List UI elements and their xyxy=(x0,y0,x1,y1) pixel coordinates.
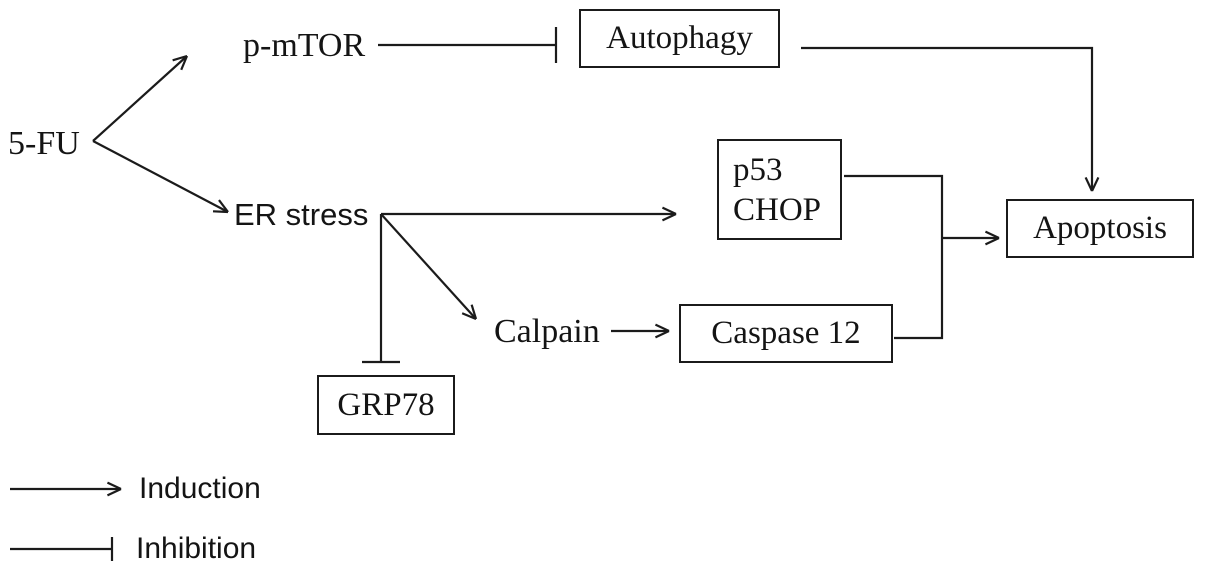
node-grp78-label: GRP78 xyxy=(337,386,435,423)
edge-autophagy-to-apoptosis-arrowhead-1 xyxy=(1091,176,1100,192)
edge-bracket-to-apoptosis-arrowhead-1 xyxy=(984,230,1000,239)
node-chop-label: CHOP xyxy=(733,191,822,228)
node-autophagy-box: Autophagy xyxy=(579,9,780,68)
node-p-mtor: p-mTOR xyxy=(243,26,365,65)
node-apoptosis-box: Apoptosis xyxy=(1006,199,1194,258)
edge-erstress-to-p53chop-arrowhead-1 xyxy=(661,206,677,215)
edge-erstress-to-calpain-arrowhead-0 xyxy=(461,312,477,321)
edge-fu-to-pmtor xyxy=(92,55,188,142)
edge-fu-to-erstress-arrowhead-0 xyxy=(212,210,229,214)
legend-induction-line-arrowhead-1 xyxy=(106,481,122,490)
edge-calpain-to-caspase12-arrowhead-0 xyxy=(654,330,670,339)
edge-erstress-to-calpain-arrowhead-1 xyxy=(470,304,478,320)
legend-inhibition-text: Inhibition xyxy=(136,532,257,565)
edge-fu-to-erstress xyxy=(92,140,229,213)
legend-induction-line-arrowhead-0 xyxy=(106,488,122,497)
node-p53-label: p53 xyxy=(733,151,783,188)
edge-autophagy-to-apoptosis-arrowhead-0 xyxy=(1084,176,1093,192)
edge-fu-to-pmtor-arrowhead-1 xyxy=(172,54,188,62)
node-autophagy-label: Autophagy xyxy=(606,20,753,57)
node-calpain: Calpain xyxy=(494,312,600,351)
node-p-mtor-label: p-mTOR xyxy=(243,27,366,64)
edge-calpain-to-caspase12-arrowhead-1 xyxy=(654,323,670,332)
node-er-stress: ER stress xyxy=(234,197,368,233)
node-5-fu-label: 5-FU xyxy=(8,125,80,162)
node-caspase-12-label: Caspase 12 xyxy=(711,315,861,352)
legend-induction-text: Induction xyxy=(139,472,261,505)
legend-inhibition-label: Inhibition xyxy=(136,532,256,567)
edge-erstress-to-calpain xyxy=(380,213,477,320)
edge-erstress-to-p53chop-arrowhead-0 xyxy=(661,213,677,222)
edge-bracket-to-apoptosis-arrowhead-0 xyxy=(984,237,1000,246)
node-apoptosis-label: Apoptosis xyxy=(1033,210,1167,247)
node-calpain-label: Calpain xyxy=(494,313,600,350)
edge-autophagy-to-apoptosis xyxy=(801,46,1094,191)
edge-p53chop-caspase12-bracket xyxy=(844,174,944,340)
node-er-stress-label: ER stress xyxy=(234,197,369,232)
legend-induction-label: Induction xyxy=(139,472,261,507)
node-p53-chop-box: p53 CHOP xyxy=(717,139,842,240)
node-caspase-12-box: Caspase 12 xyxy=(679,304,893,363)
node-5-fu: 5-FU xyxy=(8,124,80,163)
edge-fu-to-erstress-arrowhead-1 xyxy=(218,199,229,213)
edge-fu-to-pmtor-arrowhead-0 xyxy=(180,55,189,71)
node-grp78-box: GRP78 xyxy=(317,375,455,435)
